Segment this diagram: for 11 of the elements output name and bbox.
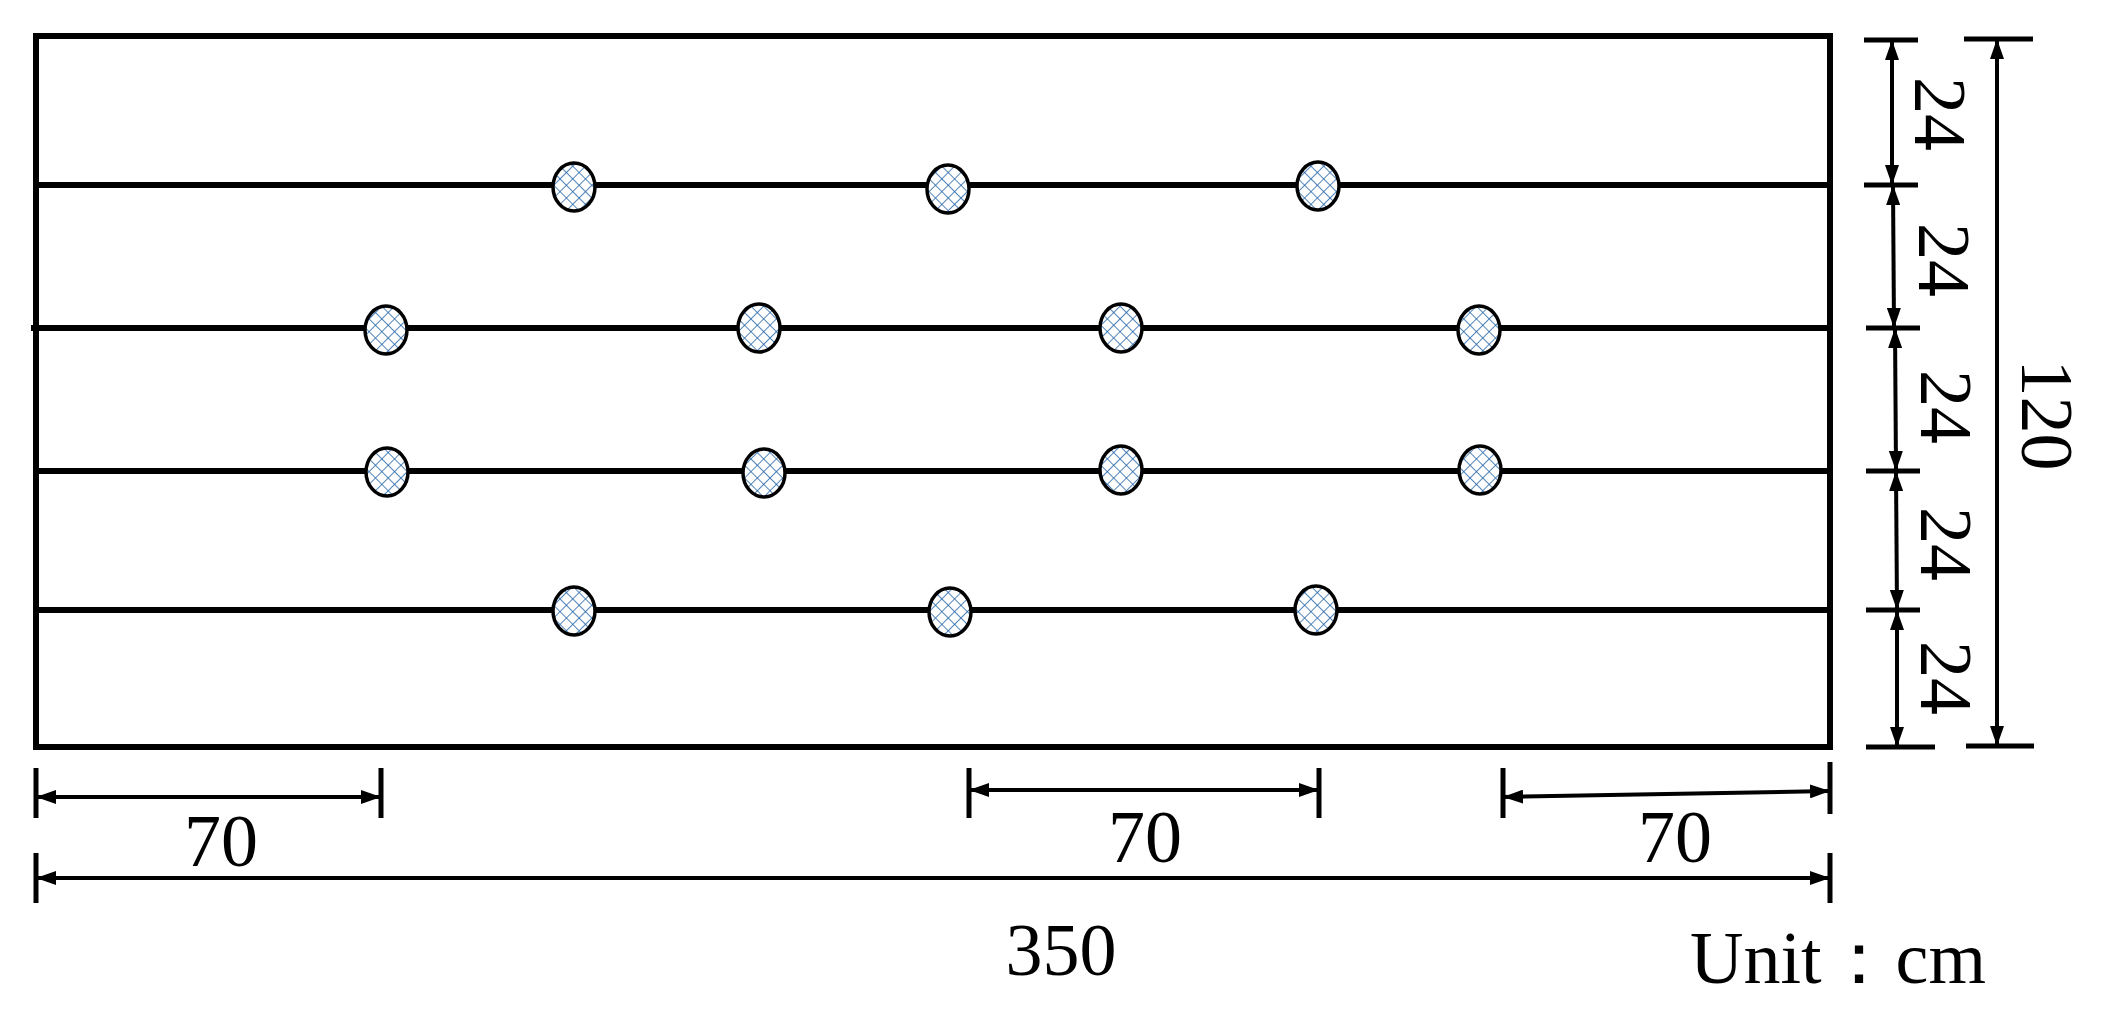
dimension-label: 24 [1909,370,1983,444]
dimension-label: 350 [1005,913,1117,987]
dimension-label: 24 [1909,507,1983,581]
dimension-label: 70 [1108,800,1182,874]
dimension-label: 70 [184,804,258,878]
dimension-label: 24 [1907,223,1981,297]
dimension-label: 24 [1903,77,1977,151]
dimension-label: 70 [1638,800,1712,874]
dimension-label: 120 [2010,359,2084,471]
unit-note: Unit：cm [1690,921,1986,995]
dimension-label: 24 [1909,641,1983,715]
